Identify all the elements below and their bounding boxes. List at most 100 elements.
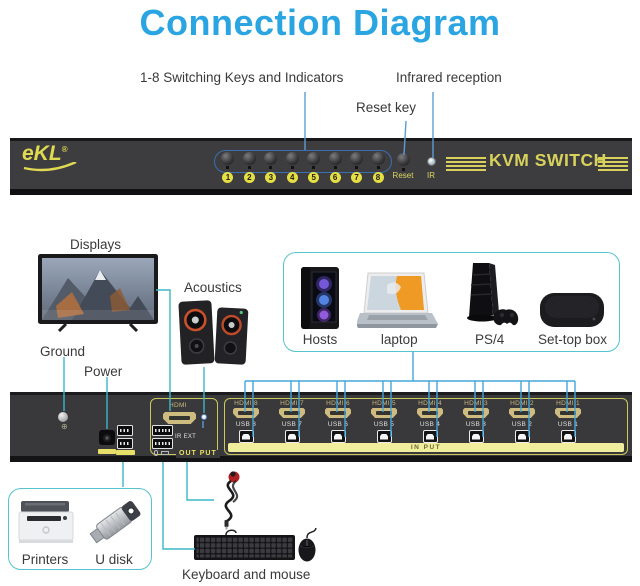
host-ps4: PS/4 — [455, 263, 525, 347]
input-section-label: IN PUT — [228, 443, 624, 452]
speakers-image — [178, 300, 249, 365]
host-label: Hosts — [302, 332, 338, 347]
hdmi-port-label: HDMI 4 — [418, 400, 442, 407]
callout-reset-key: Reset key — [356, 100, 417, 115]
brand-text: eKL — [22, 142, 62, 165]
usb-b-port — [330, 430, 346, 443]
brand-logo: eKL® — [22, 139, 80, 172]
usb-flash-drive-image — [89, 501, 141, 544]
switch-key-5: 5 — [306, 152, 321, 186]
usb-port-label: USB 7 — [281, 421, 303, 428]
host-pc-tower: Hosts — [296, 265, 344, 347]
usb-port-label: USB 8 — [235, 421, 257, 428]
keyboard-icon — [161, 451, 169, 455]
usb-b-port — [560, 430, 576, 443]
key-number: 3 — [265, 172, 277, 183]
printers-label: Printers — [21, 552, 69, 567]
usb-b-port — [514, 430, 530, 443]
key-number: 6 — [329, 172, 341, 183]
hdmi-port-label: HDMI 5 — [372, 400, 396, 407]
input-port-group-1: HDMI 1 USB 1 — [548, 400, 588, 443]
keyboard-mouse-image — [194, 527, 317, 562]
ir-ext-label: IR EXT — [175, 434, 197, 440]
ir-label: IR — [427, 171, 435, 180]
deco-lines-right — [598, 157, 628, 171]
usb-a-port — [117, 438, 133, 449]
udisk-label: U disk — [95, 552, 133, 567]
key-led — [247, 166, 251, 169]
host-laptop: laptop — [357, 271, 441, 347]
callout-switching-keys: 1-8 Switching Keys and Indicators — [140, 70, 344, 85]
hdmi-port-label: HDMI 3 — [464, 400, 488, 407]
usb-b-port — [376, 430, 392, 443]
tv-image — [38, 254, 158, 332]
usb-port-label: USB 2 — [511, 421, 533, 428]
key-led — [290, 166, 294, 169]
switch-key-3: 3 — [263, 152, 278, 186]
switch-key-6: 6 — [328, 152, 343, 186]
dc-power-badge — [98, 449, 116, 454]
key-led — [269, 166, 273, 169]
input-port-group-2: HDMI 2 USB 2 — [502, 400, 542, 443]
host-settop-box: Set-top box — [538, 289, 607, 347]
panel-bottom-edge — [10, 456, 632, 462]
logo-swoosh — [23, 162, 77, 172]
input-section: IN PUT HDMI 8 USB 8 HDMI 7 USB 7 HDMI 6 … — [224, 398, 628, 455]
host-label: PS/4 — [474, 332, 505, 347]
usb-hub-badge — [116, 450, 135, 455]
keyboard-mouse-ports — [152, 425, 173, 449]
output-section-label: OUT PUT — [176, 450, 220, 458]
key-number: 4 — [286, 172, 298, 183]
panel-top-edge — [10, 392, 632, 395]
printers-group-box: Printers U disk — [8, 488, 152, 570]
kvm-rear-panel: ⊕ HDMI IR EXT OUT PUT IN PUT HDMI 8 — [10, 392, 632, 462]
usb-a-port — [152, 438, 173, 449]
switch-key-1: 1 — [220, 152, 235, 186]
key-button — [328, 152, 342, 165]
hdmi-port-label: HDMI 1 — [556, 400, 580, 407]
hdmi-port-label: HDMI 2 — [510, 400, 534, 407]
key-button — [264, 152, 278, 165]
printer-image — [18, 501, 74, 543]
key-number: 2 — [243, 172, 255, 183]
reset-led — [402, 168, 405, 171]
key-button — [371, 152, 385, 165]
page-title: Connection Diagram — [139, 2, 501, 43]
input-port-group-4: HDMI 4 USB 4 — [410, 400, 450, 443]
usb-port-label: USB 3 — [465, 421, 487, 428]
switch-key-7: 7 — [349, 152, 364, 186]
key-led — [312, 166, 316, 169]
settop-box-image — [540, 293, 605, 327]
ground-screw — [58, 412, 68, 422]
usb-b-port — [238, 430, 254, 443]
usb-port-label: USB 5 — [373, 421, 395, 428]
keyboard-mouse-label: Keyboard and mouse — [182, 567, 311, 582]
panel-top-edge — [10, 138, 632, 141]
hdmi-port-label: HDMI 8 — [234, 400, 258, 407]
callout-infrared-reception: Infrared reception — [396, 70, 502, 85]
ground-symbol: ⊕ — [61, 422, 68, 431]
reset-button — [397, 153, 410, 166]
dc-power-jack — [99, 430, 115, 445]
switch-key-2: 2 — [242, 152, 257, 186]
hdmi-in-port — [463, 408, 489, 418]
input-port-group-6: HDMI 6 USB 6 — [318, 400, 358, 443]
switch-key-4: 4 — [285, 152, 300, 186]
ir-receiver-cable-image — [224, 471, 240, 530]
switch-keys-row: 1 2 3 4 5 6 7 8 — [214, 152, 392, 186]
key-number: 8 — [372, 172, 384, 183]
key-number: 7 — [351, 172, 363, 183]
key-button — [307, 152, 321, 165]
hdmi-in-port — [233, 408, 259, 418]
key-led — [376, 166, 380, 169]
kvm-front-panel: eKL® 1 2 3 4 5 6 7 8 Reset IR KVM SWITCH — [10, 138, 632, 195]
registered-mark: ® — [61, 145, 68, 154]
ground-label: Ground — [40, 344, 86, 359]
host-label: Set-top box — [537, 332, 607, 347]
audio-ir-port — [201, 414, 207, 420]
panel-bottom-edge — [10, 189, 632, 195]
keys-outline — [214, 150, 392, 173]
deco-lines-left — [446, 157, 486, 171]
hdmi-in-port — [325, 408, 351, 418]
